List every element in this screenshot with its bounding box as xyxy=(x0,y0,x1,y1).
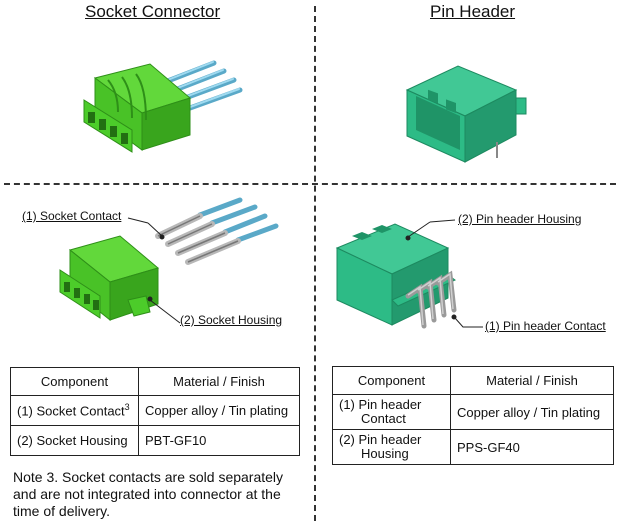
table-header-component: Component xyxy=(332,366,451,395)
table-header-material: Material / Finish xyxy=(138,367,300,396)
pin-header-title: Pin Header xyxy=(430,2,516,21)
pin-header-image xyxy=(405,65,527,163)
callout-socket-housing: (2) Socket Housing xyxy=(180,313,283,327)
leader-lines xyxy=(127,217,483,328)
horizontal-divider xyxy=(4,183,616,185)
table-row: (2) Socket Housing PBT-GF10 xyxy=(10,425,300,456)
pin-header-exploded-image xyxy=(335,223,457,329)
vertical-divider xyxy=(314,6,316,521)
socket-connector-title: Socket Connector xyxy=(85,2,221,21)
material-cell: PPS-GF40 xyxy=(450,429,614,465)
footnote: Note 3. Socket contacts are sold separat… xyxy=(13,469,284,519)
material-cell: PBT-GF10 xyxy=(138,425,300,456)
callout-pin-header-housing: (2) Pin header Housing xyxy=(458,212,582,226)
component-cell: (2) Socket Housing xyxy=(10,425,139,456)
table-header-material: Material / Finish xyxy=(450,366,614,395)
table-header-component: Component xyxy=(10,367,139,396)
pin-header-material-table: Component Material / Finish (1) Pin head… xyxy=(332,366,614,465)
material-cell: Copper alloy / Tin plating xyxy=(450,394,614,430)
socket-exploded-image xyxy=(59,197,279,322)
component-cell: (1) Socket Contact3 xyxy=(10,395,139,426)
material-cell: Copper alloy / Tin plating xyxy=(138,395,300,426)
table-row: (1) Socket Contact3 Copper alloy / Tin p… xyxy=(10,395,300,426)
socket-material-table: Component Material / Finish (1) Socket C… xyxy=(10,367,300,456)
callout-socket-contact: (1) Socket Contact xyxy=(22,209,122,223)
callout-pin-header-contact: (1) Pin header Contact xyxy=(485,319,606,333)
socket-connector-image xyxy=(83,60,243,153)
